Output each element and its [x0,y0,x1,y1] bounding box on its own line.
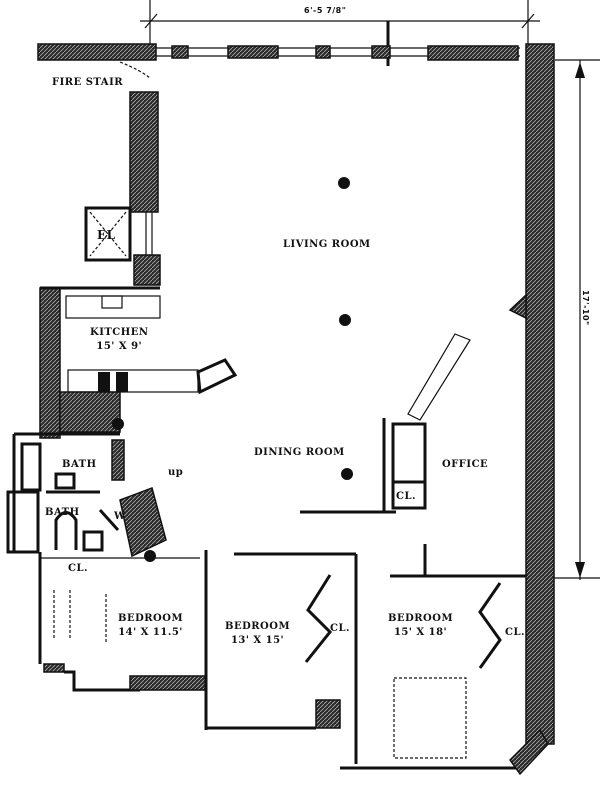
bath-2-label: BATH [45,507,80,518]
bedroom-2-closet-label: CL. [330,623,350,634]
column-5 [144,550,156,562]
bedroom-2-label: BEDROOM 13' X 15' [225,620,290,648]
shaft-wall [129,91,161,286]
kitchen-size: 15' X 9' [96,341,143,352]
bedroom-3-size: 15' X 18' [393,627,448,638]
kitchen-name: KITCHEN [90,327,149,338]
bedroom-1-closet-label: CL. [68,563,88,574]
width-dimension: 6'-5 7/8" [304,6,347,15]
elevator-label: EL [97,228,116,242]
kitchen-label: KITCHEN 15' X 9' [90,326,148,354]
top-wall [37,43,520,61]
column-4 [112,418,124,430]
bedroom-3-name: BEDROOM [388,613,454,624]
office-partition [300,418,427,576]
bath-1-label: BATH [62,459,97,470]
column-2 [339,314,351,326]
bedroom-1-size: 14' X 11.5' [118,627,183,638]
stair-up-label: up [168,467,184,478]
office-closet-label: CL. [396,491,416,502]
column-1 [338,177,350,189]
kitchen-walls [39,286,238,439]
bedroom-2-size: 13' X 15' [230,635,285,646]
bedroom-3-label: BEDROOM 15' X 18' [388,612,453,640]
bedroom-1-name: BEDROOM [118,613,184,624]
elevator [84,206,132,262]
partition [407,333,471,421]
column-3 [341,468,353,480]
office-label: OFFICE [442,459,489,470]
fire-stair-label: FIRE STAIR [52,77,124,88]
living-room-label: LIVING ROOM [283,239,371,250]
fire-stair-door [119,61,151,79]
bedroom-walls [38,550,549,776]
dining-room-label: DINING ROOM [254,447,345,458]
bedroom-2-name: BEDROOM [225,621,291,632]
bedroom-3-closet-label: CL. [505,627,525,638]
bedroom-1-label: BEDROOM 14' X 11.5' [118,612,183,640]
washer-label: W [114,511,126,522]
right-wall [508,43,555,745]
bath-block [6,432,167,558]
height-dimension: 17'-10" [581,290,590,326]
